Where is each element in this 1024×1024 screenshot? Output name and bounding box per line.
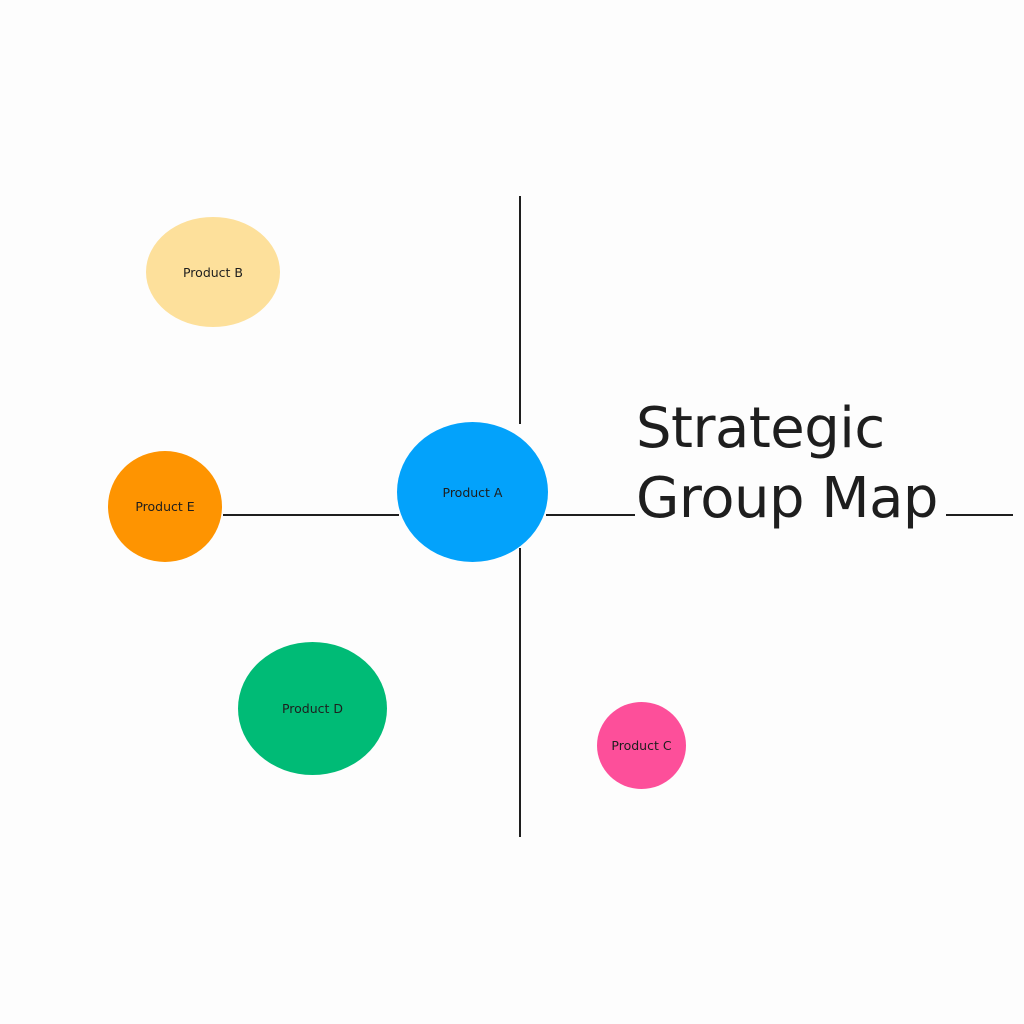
horizontal-axis-right [946,514,1013,516]
horizontal-axis-middle [546,514,635,516]
product-b-label: Product B [182,264,243,280]
product-c-label: Product C [611,738,672,753]
vertical-axis-top [519,196,521,424]
title-line-1: Strategic [636,396,885,461]
product-d-label: Product D [281,701,344,716]
product-d-bubble[interactable]: Product D [238,642,387,775]
product-c-bubble[interactable]: Product C [597,702,686,789]
product-e-bubble[interactable]: Product E [108,451,222,562]
vertical-axis-bottom [519,548,521,837]
product-b-bubble[interactable]: Product B [146,217,280,327]
diagram-title: Strategic Group Map [636,394,938,534]
title-line-2: Group Map [636,466,938,531]
horizontal-axis-left [223,514,399,516]
product-a-label: Product A [442,484,503,500]
product-a-bubble[interactable]: Product A [397,422,548,562]
product-e-label: Product E [135,499,195,514]
